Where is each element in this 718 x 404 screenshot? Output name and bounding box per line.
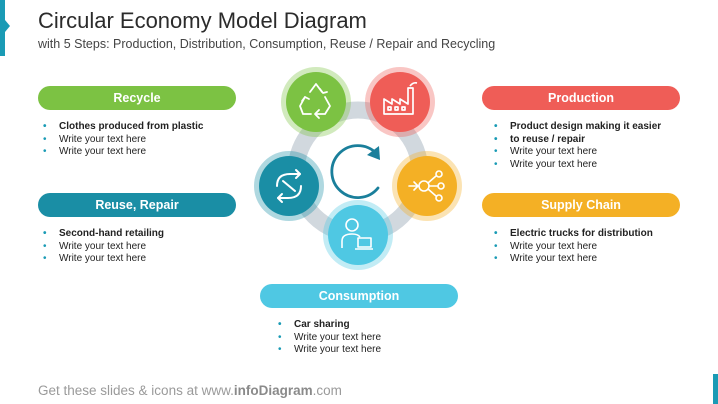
supply-chain-label-pill: Supply Chain [482, 193, 680, 217]
list-item: Clothes produced from plastic [43, 121, 243, 134]
list-item: Write your text here [43, 146, 243, 159]
list-item: Write your text here [43, 134, 243, 147]
distribution-network-icon [408, 170, 445, 202]
footer-prefix: Get these slides & icons at www. [38, 383, 234, 398]
list-item: Car sharing [278, 319, 478, 332]
reuse-repair-node [254, 151, 324, 221]
recycle-label-pill: Recycle [38, 86, 236, 110]
list-item: Write your text here [494, 146, 694, 159]
recycle-node [281, 67, 351, 137]
reuse-repair-points: Second-hand retailing Write your text he… [43, 228, 243, 266]
reuse-repair-label: Reuse, Repair [95, 198, 179, 212]
list-item: Write your text here [43, 253, 243, 266]
consumption-label: Consumption [318, 289, 400, 303]
production-label-pill: Production [482, 86, 680, 110]
list-item: Write your text here [494, 241, 694, 254]
footer-note: Get these slides & icons at www.infoDiag… [38, 383, 342, 398]
footer-suffix: .com [312, 383, 342, 398]
production-label: Production [548, 91, 614, 105]
list-item: Electric trucks for distribution [494, 228, 694, 241]
supply-chain-node [392, 151, 462, 221]
page-title: Circular Economy Model Diagram [38, 8, 367, 33]
list-item: Write your text here [494, 159, 694, 172]
production-node [365, 67, 435, 137]
right-accent-bar [713, 374, 718, 404]
cycle-arrow-icon [330, 144, 380, 199]
supply-chain-label: Supply Chain [541, 198, 621, 212]
list-item: Second-hand retailing [43, 228, 243, 241]
supply-chain-points: Electric trucks for distribution Write y… [494, 228, 694, 266]
recycle-label: Recycle [113, 91, 161, 105]
list-item: Write your text here [494, 253, 694, 266]
recycle-points: Clothes produced from plastic Write your… [43, 121, 243, 159]
recycle-icon [299, 83, 331, 119]
user-computer-icon [341, 218, 373, 250]
swap-arrows-icon [276, 169, 302, 203]
factory-icon [383, 81, 418, 115]
consumption-node [323, 200, 393, 270]
reuse-repair-label-pill: Reuse, Repair [38, 193, 236, 217]
production-points: Product design making it easier to reuse… [494, 121, 694, 171]
footer-brand: infoDiagram [233, 383, 313, 398]
consumption-points: Car sharing Write your text here Write y… [278, 319, 478, 357]
list-item: Write your text here [43, 241, 243, 254]
consumption-label-pill: Consumption [260, 284, 458, 308]
list-item: Write your text here [278, 344, 478, 357]
page-subtitle: with 5 Steps: Production, Distribution, … [38, 37, 496, 51]
list-item: Write your text here [278, 332, 478, 345]
left-accent-bar [0, 0, 10, 56]
list-item: to reuse / repair [494, 134, 694, 147]
list-item: Product design making it easier [494, 121, 694, 134]
